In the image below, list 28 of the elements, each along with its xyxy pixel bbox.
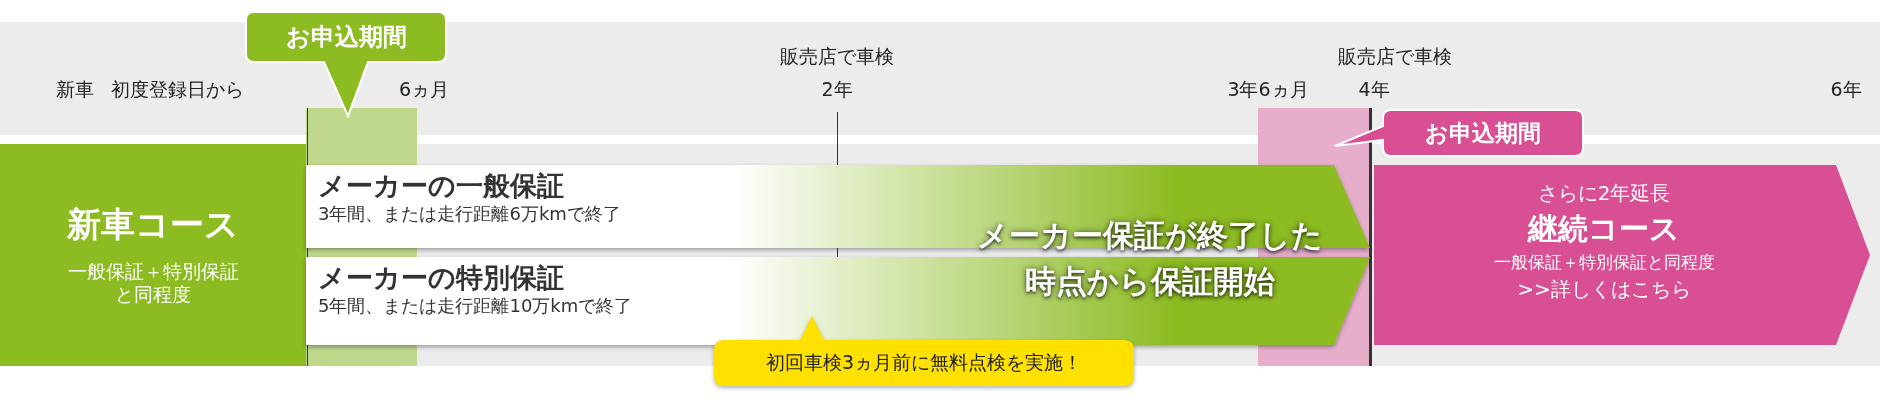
course-title: 新車コース [67, 203, 239, 246]
timeline-label: 4年 [1358, 77, 1390, 102]
warranty-title: メーカーの特別保証 [318, 261, 565, 295]
callout-bubble [246, 12, 446, 116]
warranty-terms: 5年間、または走行距離10万kmで終了 [318, 294, 633, 318]
callout-text: お申込期間 [1425, 118, 1541, 148]
course-panel [0, 144, 306, 366]
timeline-label: 新車 初度登録日から [56, 77, 244, 102]
details-link: >>詳しくはこちら [1517, 276, 1691, 302]
timeline-label: 販売店で車検 [780, 44, 894, 69]
warranty-title: メーカーの一般保証 [318, 169, 565, 203]
warranty-terms: 3年間、または走行距離6万kmで終了 [318, 202, 621, 226]
note-bubble [714, 316, 1134, 386]
timeline-label: 6年 [1830, 77, 1862, 102]
note-text: 初回車検3ヵ月前に無料点検を実施！ [765, 351, 1083, 375]
overlay-text: メーカー保証が終了した時点から保証開始 [976, 216, 1324, 301]
timeline-label: 販売店で車検 [1338, 44, 1452, 69]
course-description: 一般保証＋特別保証と同程度 [1493, 251, 1715, 273]
callout-bubble [1335, 110, 1583, 156]
course-subtitle: さらに2年延長 [1537, 181, 1671, 206]
timeline-label: 6ヵ月 [398, 77, 450, 102]
course-description: 一般保証＋特別保証と同程度 [66, 259, 240, 307]
course-arrow-panel [1374, 165, 1870, 345]
timeline-label: 2年 [821, 77, 853, 102]
course-title: 継続コース [1528, 210, 1680, 248]
timeline-label: 3年6ヵ月 [1227, 77, 1309, 102]
callout-text: お申込期間 [285, 22, 407, 52]
warranty-arrow-bar [306, 257, 1370, 345]
